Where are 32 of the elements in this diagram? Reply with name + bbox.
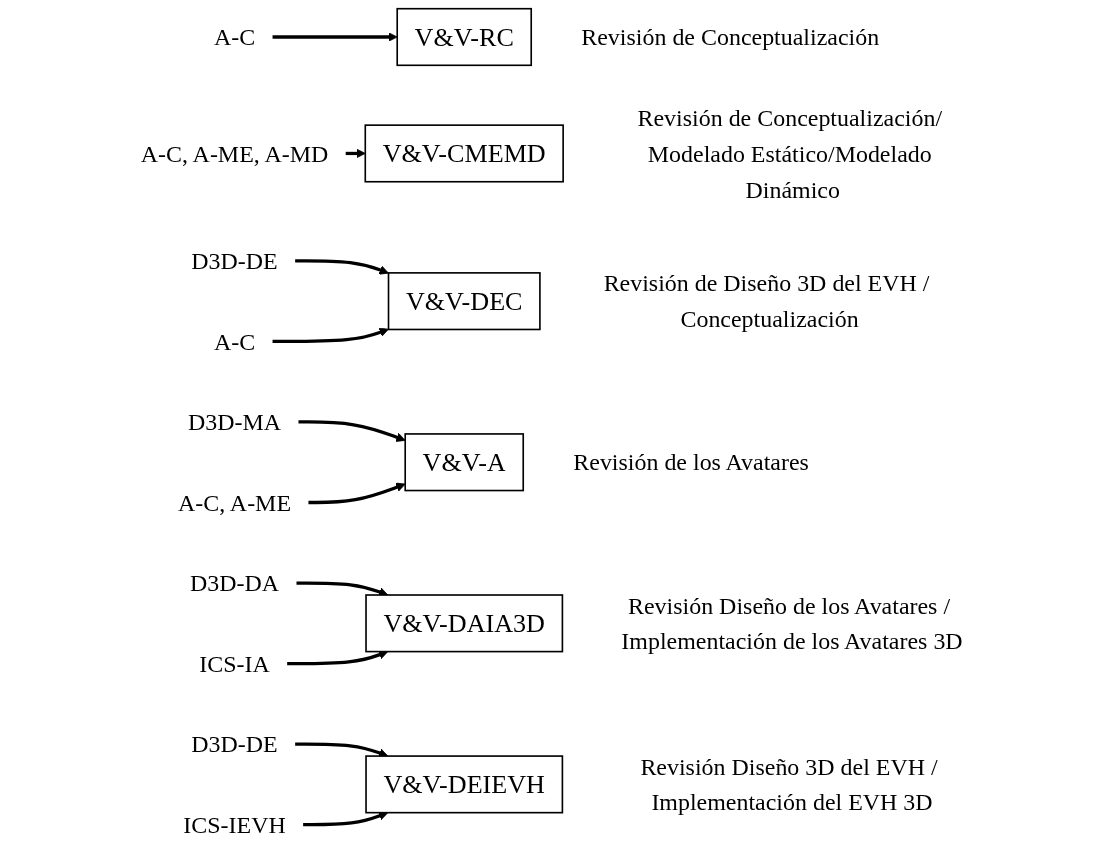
arrow: [287, 650, 389, 666]
node-label: Revisión de Conceptualización/ Modelado Estático/Modelado Dinámico: [637, 103, 943, 203]
node-text: ICS-IEVH: [183, 811, 286, 839]
node-box: V&V-DEIEVH: [365, 755, 564, 814]
node-text: A-C, A-ME: [177, 488, 292, 517]
node-text: D3D-DA: [189, 569, 280, 597]
node-label: Revisión de los Avatares: [573, 448, 809, 476]
node-text: A-C: [213, 327, 256, 356]
node-box: V&V-CMEMD: [364, 124, 564, 183]
arrow: [272, 327, 389, 344]
node-box: V&V-DEC: [387, 272, 541, 331]
node-box: V&V-DAIA3D: [365, 594, 564, 653]
node-text: D3D-MA: [187, 408, 282, 436]
node-text: A-C, A-ME, A-MD: [140, 139, 329, 168]
node-text: D3D-DE: [191, 247, 278, 275]
arrow: [295, 259, 389, 275]
arrow: [345, 148, 366, 159]
node-label: Revisión de Conceptualización: [581, 23, 880, 51]
node-label: Revisión Diseño 3D del EVH / Implementación del EVH 3D: [640, 752, 938, 816]
arrow: [295, 742, 389, 758]
node-text: ICS-IA: [199, 649, 270, 678]
arrow: [308, 482, 406, 505]
arrow: [298, 420, 406, 442]
node-box: V&V-A: [404, 433, 525, 492]
node-label: Revisión Diseño de los Avatares / Implementación de los Avatares 3D: [621, 591, 963, 655]
arrow: [296, 581, 389, 597]
node-text: D3D-DE: [191, 730, 278, 758]
arrow: [272, 32, 398, 42]
node-box: V&V-RC: [396, 7, 533, 67]
node-label: Revisión de Diseño 3D del EVH / Conceptualización: [603, 269, 930, 333]
arrow: [303, 811, 389, 827]
node-text: A-C: [213, 23, 256, 51]
